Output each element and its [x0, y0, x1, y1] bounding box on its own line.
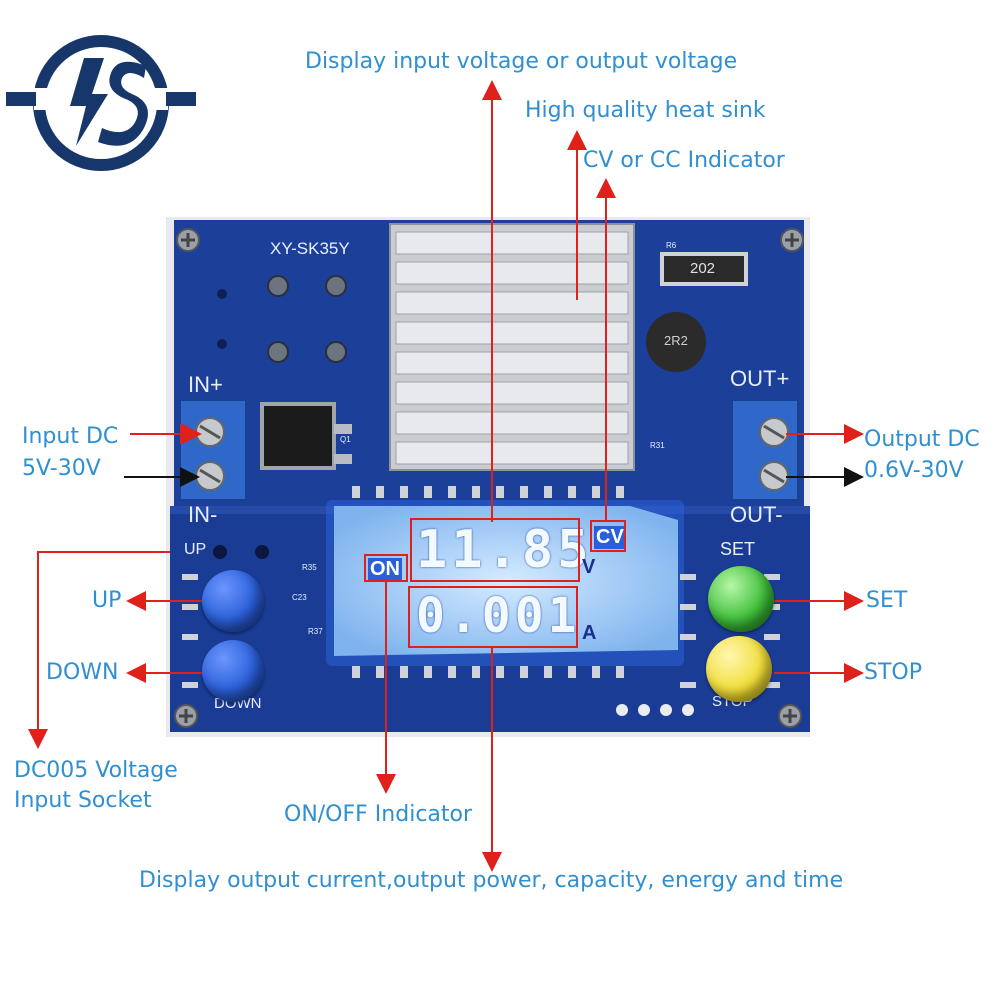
- voltage-highlight-box: [410, 518, 580, 582]
- up-silk-label: UP: [184, 541, 207, 558]
- label-display-voltage: Display input voltage or output voltage: [305, 49, 738, 74]
- down-button[interactable]: [202, 640, 264, 702]
- inductor-code: 2R2: [664, 333, 688, 348]
- stop-button[interactable]: [706, 636, 772, 702]
- label-input-dc: Input DC: [22, 424, 119, 449]
- current-highlight-box: [408, 586, 578, 648]
- small-label-r31: R31: [650, 441, 665, 450]
- label-on-off: ON/OFF Indicator: [284, 802, 473, 827]
- label-input-range: 5V-30V: [22, 456, 101, 481]
- cv-highlight-box: [590, 520, 626, 552]
- lcd-voltage-unit: V: [582, 556, 596, 578]
- label-heat-sink: High quality heat sink: [525, 98, 766, 123]
- lcd-voltage-readout: 11.85: [416, 520, 593, 580]
- lcd-current-unit: A: [582, 622, 597, 644]
- label-set: SET: [866, 588, 908, 613]
- label-dc005-line2: Input Socket: [14, 788, 152, 813]
- inductor: [646, 312, 706, 372]
- label-down: DOWN: [46, 660, 119, 685]
- label-dc005-line1: DC005 Voltage: [14, 758, 178, 783]
- set-button[interactable]: [708, 566, 774, 632]
- label-display-current: Display output current,output power, cap…: [139, 868, 844, 893]
- label-cv-cc: CV or CC Indicator: [583, 148, 785, 173]
- resistor: [660, 252, 748, 286]
- lcd-on-indicator: ON: [368, 558, 402, 581]
- resistor-code: 202: [690, 260, 716, 277]
- up-button[interactable]: [202, 570, 264, 632]
- out-minus-label: OUT-: [730, 502, 783, 527]
- label-output-dc: Output DC: [864, 427, 980, 452]
- lcd-mode-indicator: CV: [594, 526, 626, 549]
- out-plus-label: OUT+: [730, 366, 790, 391]
- label-up: UP: [92, 588, 122, 613]
- in-plus-label: IN+: [188, 372, 223, 397]
- label-stop: STOP: [864, 660, 922, 685]
- small-label-c23: C23: [292, 593, 307, 602]
- small-label-r35: R35: [302, 563, 317, 572]
- lcd-current-readout: 0.001: [416, 588, 581, 644]
- label-output-range: 0.6V-30V: [864, 458, 964, 483]
- set-silk-label: SET: [720, 539, 756, 559]
- in-minus-label: IN-: [188, 502, 218, 527]
- model-label: XY-SK35Y: [270, 239, 350, 258]
- small-label-r37: R37: [308, 627, 323, 636]
- ts-logo-icon: [6, 35, 196, 171]
- mosfet: [260, 402, 336, 470]
- on-highlight-box: [364, 554, 408, 582]
- small-label-q1: Q1: [340, 435, 351, 444]
- small-label-r6: R6: [666, 241, 677, 250]
